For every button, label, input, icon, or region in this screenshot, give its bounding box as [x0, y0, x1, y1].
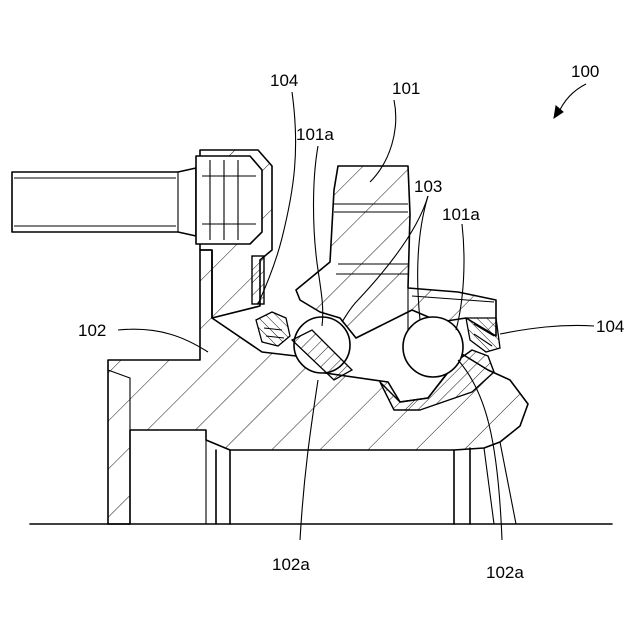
label-101: 101	[392, 79, 420, 98]
label-103: 103	[414, 177, 442, 196]
outer-ring-101	[296, 166, 496, 338]
ball-right	[403, 317, 463, 377]
label-101a-right: 101a	[442, 205, 480, 224]
label-102a-left: 102a	[272, 555, 310, 574]
seal-104-left	[256, 312, 290, 346]
hub-bolt	[12, 168, 196, 236]
seal-104-right	[466, 318, 500, 352]
label-102: 102	[78, 321, 106, 340]
label-101a-left: 101a	[296, 125, 334, 144]
label-104-left: 104	[270, 71, 298, 90]
label-102a-right: 102a	[486, 563, 524, 582]
label-104-right: 104	[596, 317, 624, 336]
label-100: 100	[571, 62, 599, 81]
